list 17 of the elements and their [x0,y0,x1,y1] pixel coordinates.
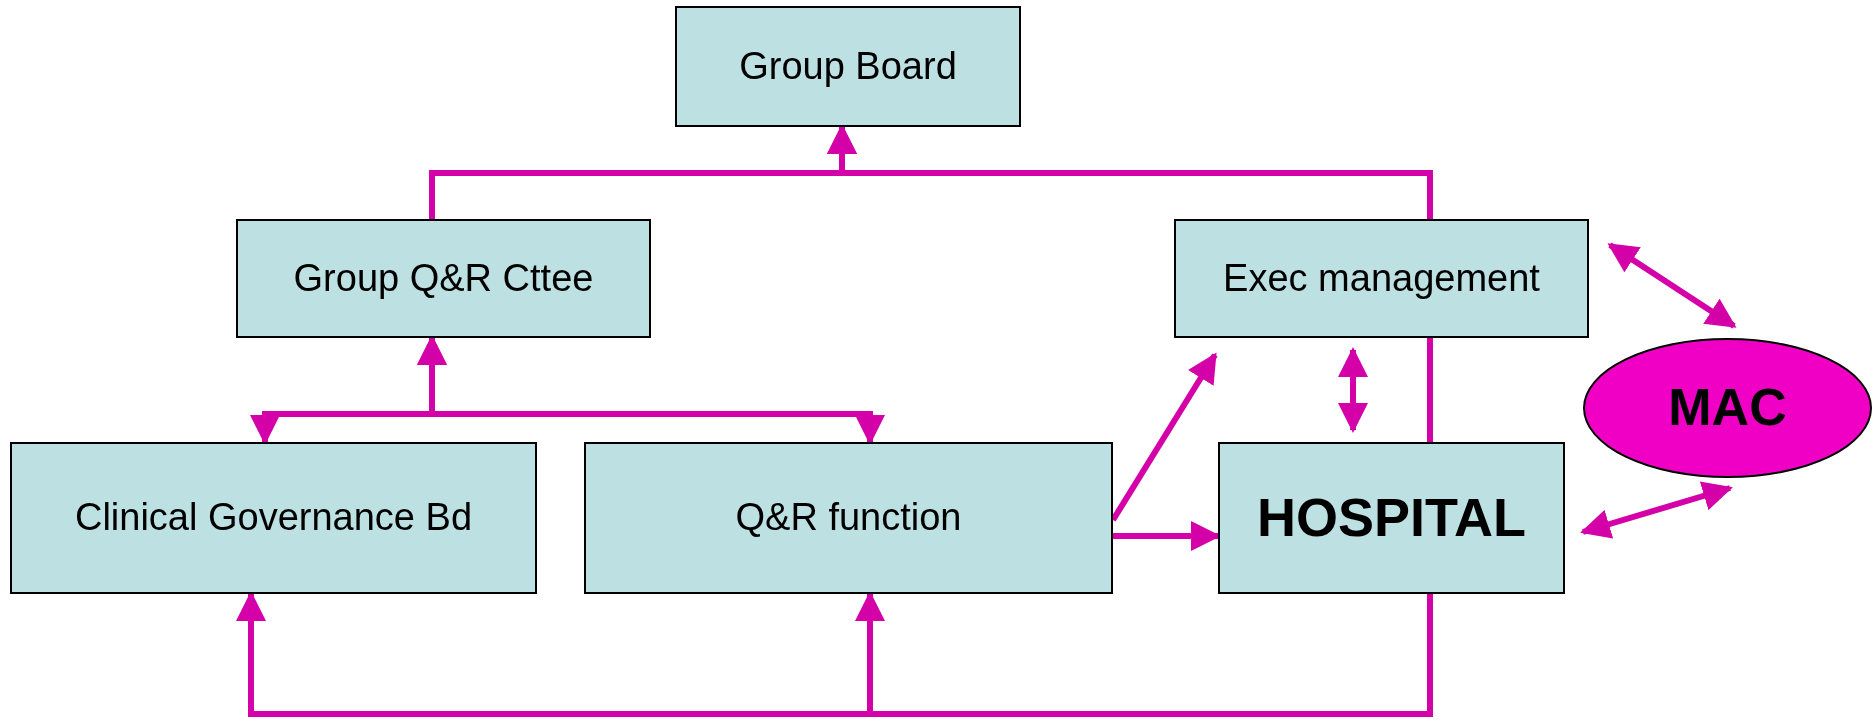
org-box [1218,442,1565,594]
org-box [10,442,537,594]
org-box [1174,219,1589,338]
node-label: HOSPITAL [1257,488,1526,548]
node-label: MAC [1668,379,1787,437]
org-box [236,219,651,338]
node-label: Q&R function [735,497,962,539]
node-label: Clinical Governance Bd [74,497,473,539]
arrow [1580,481,1733,539]
connector-line [1427,338,1433,442]
node-label: Group Board [739,45,957,88]
org-box [675,6,1021,127]
node-label: Exec management [1223,257,1540,300]
org-box [584,442,1113,594]
arrow [1607,242,1737,329]
arrow [1338,347,1368,433]
node-label: Group Q&R Cttee [293,257,594,300]
